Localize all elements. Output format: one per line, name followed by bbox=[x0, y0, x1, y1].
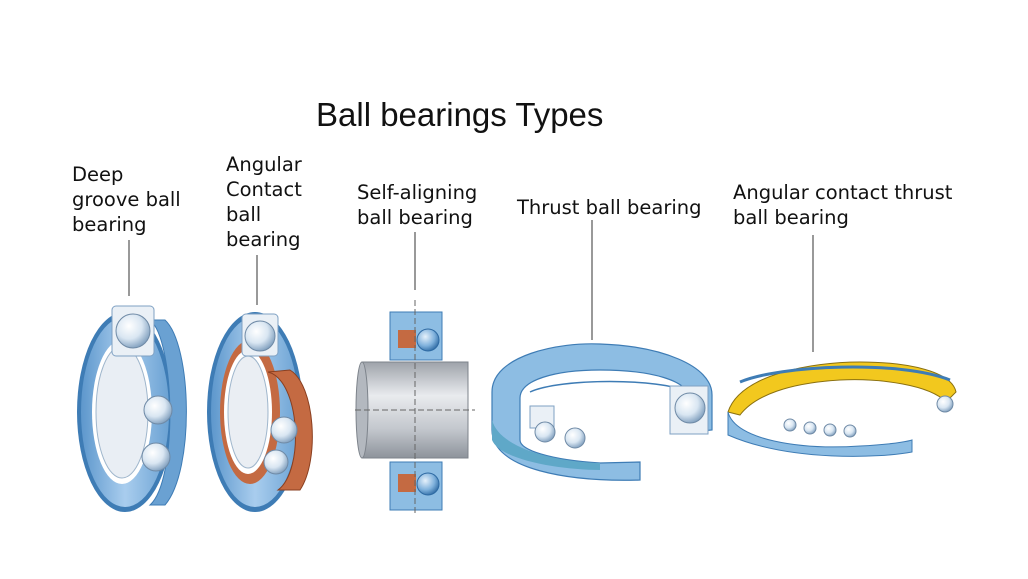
label-angular-contact-thrust: Angular contact thrust ball bearing bbox=[733, 181, 953, 229]
angular-contact-thrust-bearing-drawing bbox=[727, 361, 957, 457]
thrust-bearing-drawing bbox=[491, 343, 713, 481]
deep-groove-bearing-drawing bbox=[77, 305, 187, 512]
label-self-aligning: Self-aligning ball bearing bbox=[357, 181, 478, 229]
self-aligning-bearing-drawing bbox=[355, 300, 475, 515]
angular-contact-bearing-drawing bbox=[207, 312, 313, 512]
page-title: Ball bearings Types bbox=[316, 96, 604, 133]
label-angular-contact: Angular Contact ball bearing bbox=[226, 153, 302, 251]
label-deep-groove: Deep groove ball bearing bbox=[72, 163, 181, 236]
label-thrust: Thrust ball bearing bbox=[517, 196, 702, 219]
leader-lines bbox=[128, 220, 814, 352]
